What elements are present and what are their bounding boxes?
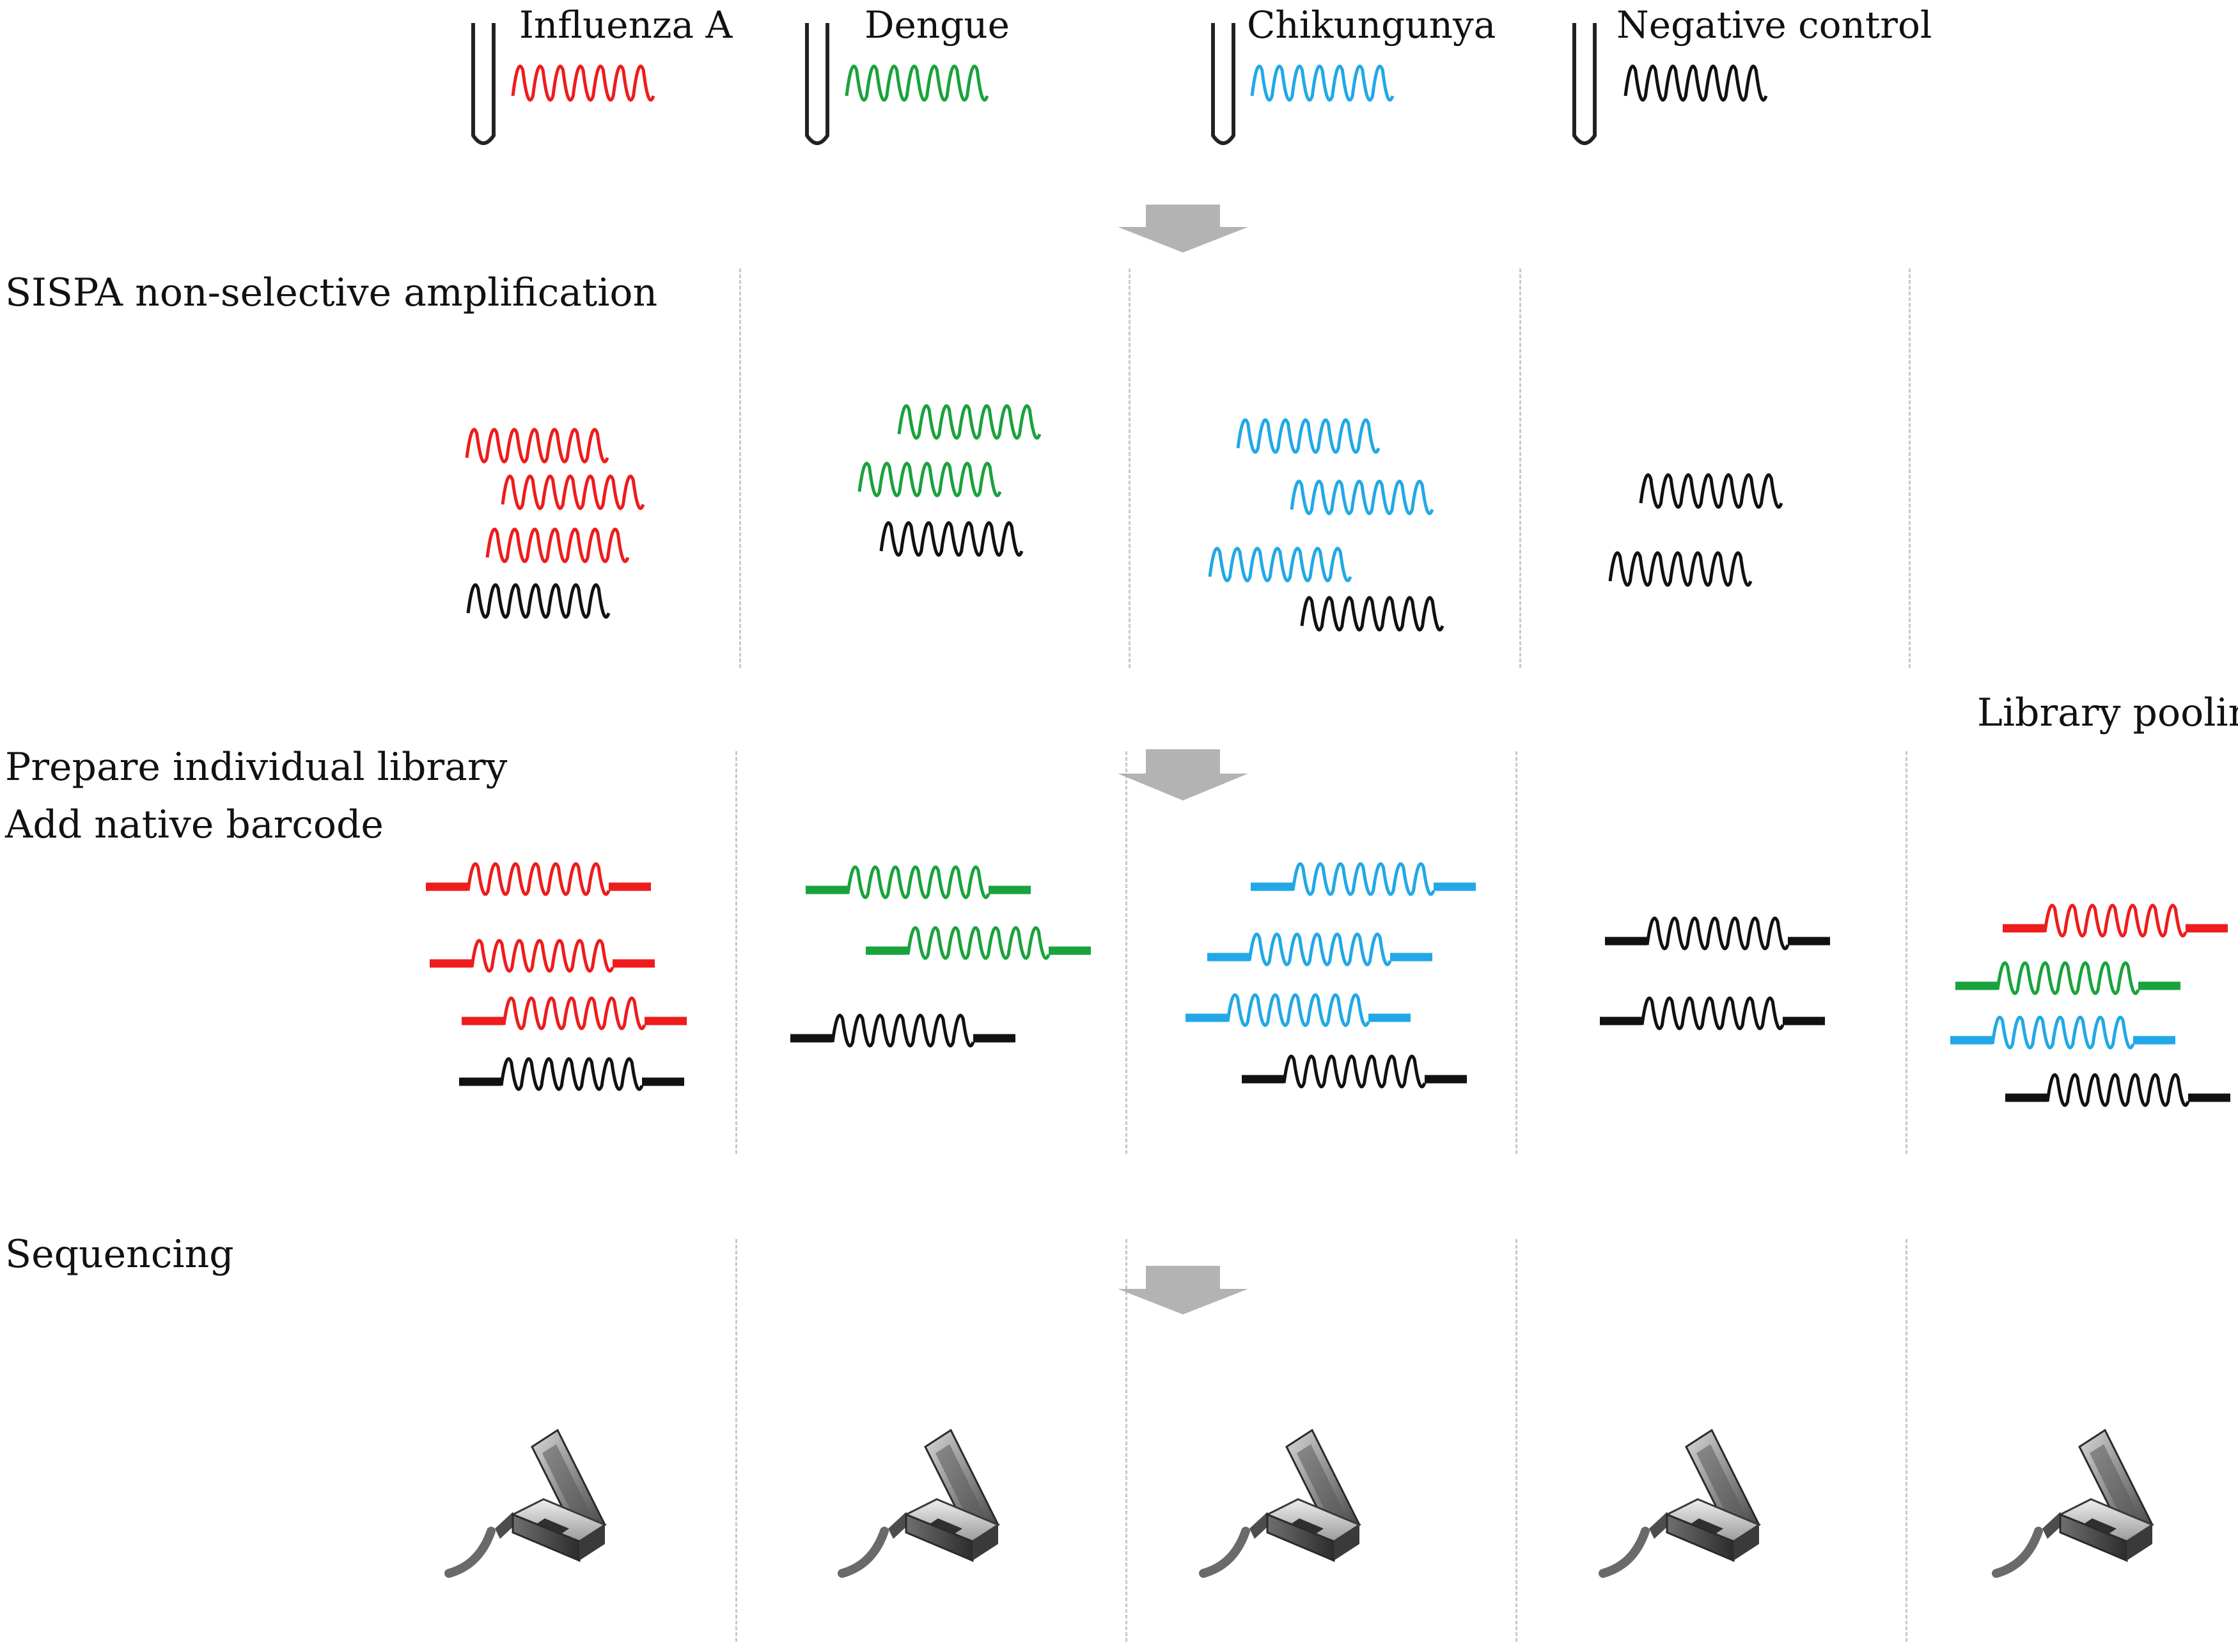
negative-strand (1639, 473, 1783, 509)
influenza-barcoded-strand (426, 862, 651, 896)
step-label-amplification: SISPA non-selective amplification (5, 270, 658, 315)
influenza-barcoded-strand (430, 939, 655, 973)
dengue-strand (845, 65, 989, 102)
chikungunya-strand (1208, 547, 1352, 582)
test-tube-icon (805, 23, 829, 145)
column-divider (1515, 1239, 1517, 1642)
influenza-barcoded-strand (2003, 903, 2228, 938)
step-label-library-pooling: Library pooling (1977, 690, 2238, 735)
negative-strand (1624, 65, 1768, 102)
strand-wave (906, 926, 1051, 960)
strand-wave (502, 996, 646, 1031)
sequencer-devices (444, 1428, 2155, 1578)
down-arrow-icon (1118, 205, 1248, 253)
chikungunya-strand (1250, 65, 1395, 102)
chikungunya-barcoded-strand (1251, 862, 1476, 896)
column-divider (1125, 1239, 1127, 1642)
strand-wave (1282, 1054, 1427, 1089)
negative-strand (1300, 596, 1444, 632)
influenza-strand (501, 474, 645, 510)
column-divider (1515, 751, 1517, 1154)
dengue-barcoded-strand (1955, 961, 2180, 995)
down-arrow-icon (1118, 1266, 1248, 1314)
chikungunya-barcoded-strand (1207, 932, 1432, 967)
sample-label-dengue: Dengue (865, 3, 1010, 47)
strand-wave (466, 862, 611, 896)
chikungunya-barcoded-strand (1950, 1015, 2175, 1050)
column-divider (1519, 269, 1521, 668)
strand-wave (1640, 996, 1785, 1031)
chikungunya-strand (1236, 418, 1381, 454)
sample-label-negative-control: Negative control (1616, 3, 1932, 47)
negative-barcoded-strand (1242, 1054, 1467, 1089)
strand-wave (2046, 1073, 2190, 1107)
negative-barcoded-strand (1605, 916, 1830, 951)
negative-barcoded-strand (459, 1057, 684, 1091)
strand-wave (831, 1013, 975, 1048)
dengue-strand (897, 404, 1042, 440)
column-divider (735, 751, 737, 1154)
influenza-strand (485, 527, 630, 563)
step-label-barcode: Add native barcode (5, 802, 384, 847)
negative-barcoded-strand (1600, 996, 1825, 1031)
minion-sequencer-icon (1199, 1428, 1362, 1578)
strand-wave (1996, 961, 2140, 995)
test-tube-icon (1211, 23, 1235, 145)
dengue-barcoded-strand (806, 865, 1031, 900)
column-divider (1905, 1239, 1907, 1642)
strand-wave (1291, 862, 1436, 896)
strand-wave (470, 939, 614, 973)
column-divider (1125, 751, 1127, 1154)
minion-sequencer-icon (1992, 1428, 2155, 1578)
strand-wave (1991, 1015, 2135, 1050)
negative-strand (466, 583, 611, 619)
minion-sequencer-icon (838, 1428, 1001, 1578)
test-tube-icon (471, 23, 496, 145)
strand-wave (846, 865, 990, 900)
down-arrow-icon (1118, 749, 1248, 800)
column-divider (739, 269, 741, 668)
dna-strands (426, 65, 2230, 1107)
strand-wave (1645, 916, 1790, 951)
column-divider (1129, 269, 1131, 668)
dengue-strand (857, 462, 1002, 497)
influenza-strand (465, 428, 609, 464)
dengue-barcoded-strand (866, 926, 1091, 960)
negative-barcoded-strand (790, 1013, 1015, 1048)
influenza-strand (511, 65, 655, 102)
sample-label-chikungunya: Chikungunya (1247, 3, 1496, 47)
minion-sequencer-icon (1599, 1428, 1762, 1578)
chikungunya-strand (1290, 479, 1434, 515)
sample-label-influenza-a: Influenza A (519, 3, 733, 47)
negative-barcoded-strand (2005, 1073, 2230, 1107)
strand-wave (1248, 932, 1392, 967)
minion-sequencer-icon (444, 1428, 607, 1578)
negative-strand (1608, 551, 1753, 587)
chikungunya-barcoded-strand (1186, 993, 1411, 1027)
column-divider (1909, 269, 1911, 668)
step-label-library-prep: Prepare individual library (5, 745, 508, 790)
strand-wave (499, 1057, 644, 1091)
column-divider (735, 1239, 737, 1642)
influenza-barcoded-strand (462, 996, 687, 1031)
strand-wave (2043, 903, 2187, 938)
negative-strand (879, 521, 1024, 557)
column-divider (1905, 751, 1907, 1154)
step-label-sequencing: Sequencing (5, 1232, 234, 1277)
test-tube-icon (1572, 23, 1597, 145)
strand-wave (1226, 993, 1370, 1027)
